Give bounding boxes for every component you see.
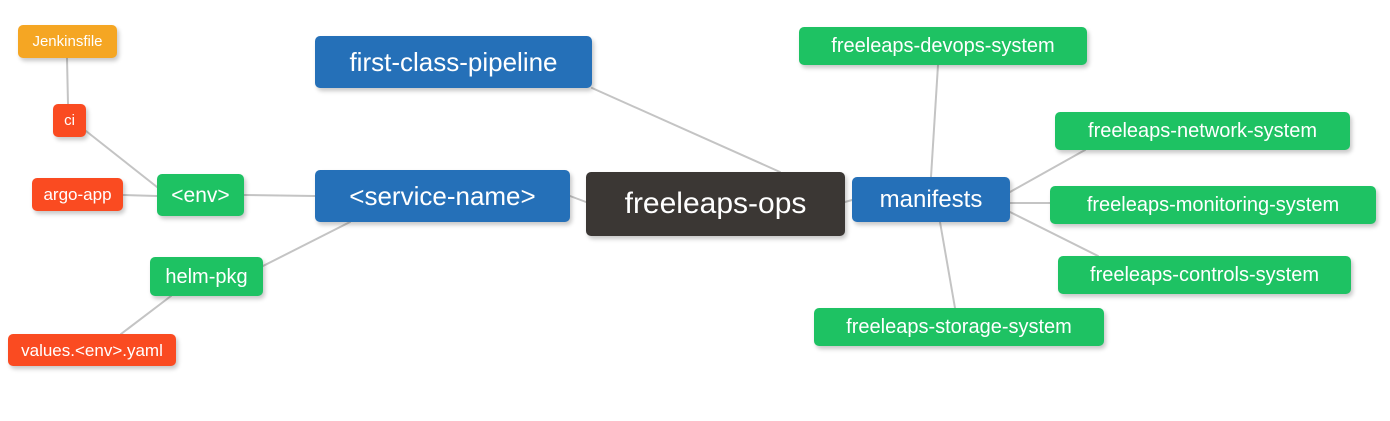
node-freeleaps-devops-system[interactable]: freeleaps-devops-system [799,27,1087,65]
edge-freeleaps-ops-to-service-name [569,195,587,203]
node-argo-app[interactable]: argo-app [32,178,123,211]
edge-service-name-to-helm-pkg [262,221,351,267]
node-freeleaps-network-system[interactable]: freeleaps-network-system [1055,112,1350,150]
node-helm-pkg[interactable]: helm-pkg [150,257,263,296]
node-label: freeleaps-devops-system [831,35,1055,57]
node-freeleaps-controls-system[interactable]: freeleaps-controls-system [1058,256,1351,294]
node-label: argo-app [43,185,112,204]
node-label: freeleaps-monitoring-system [1086,194,1340,216]
node-ci[interactable]: ci [53,104,86,137]
node-label: manifests [879,185,983,213]
edge-service-name-to-env [243,194,316,197]
edge-manifests-to-freeleaps-storage-system [939,221,956,309]
node-label: <service-name> [349,181,536,211]
edge-env-to-argo-app [122,194,158,197]
node-label: first-class-pipeline [349,47,558,77]
node-jenkinsfile[interactable]: Jenkinsfile [18,25,117,58]
edge-ci-to-jenkinsfile [66,57,69,105]
node-freeleaps-ops[interactable]: freeleaps-ops [586,172,845,236]
node-label: values.<env>.yaml [21,340,163,360]
edge-manifests-to-freeleaps-network-system [1009,149,1086,193]
node-label: freeleaps-network-system [1088,120,1317,142]
node-freeleaps-storage-system[interactable]: freeleaps-storage-system [814,308,1104,346]
node-label: freeleaps-ops [624,187,807,220]
node-label: freeleaps-controls-system [1090,264,1319,286]
node-label: helm-pkg [165,265,248,288]
node-label: <env> [171,183,230,207]
edge-manifests-to-freeleaps-devops-system [930,64,939,178]
node-first-class-pipeline[interactable]: first-class-pipeline [315,36,592,88]
edge-freeleaps-ops-to-manifests [844,199,853,203]
node-label: freeleaps-storage-system [846,316,1072,338]
edge-manifests-to-freeleaps-controls-system [1009,211,1099,257]
node-manifests[interactable]: manifests [852,177,1010,222]
node-label: Jenkinsfile [32,33,103,50]
node-service-name[interactable]: <service-name> [315,170,570,222]
edge-env-to-ci [85,130,158,188]
node-freeleaps-monitoring-system[interactable]: freeleaps-monitoring-system [1050,186,1376,224]
node-label: ci [64,112,75,129]
edge-freeleaps-ops-to-first-class-pipeline [591,87,781,173]
edge-helm-pkg-to-values-env-yaml [120,295,172,335]
node-env[interactable]: <env> [157,174,244,216]
node-values-env-yaml[interactable]: values.<env>.yaml [8,334,176,366]
